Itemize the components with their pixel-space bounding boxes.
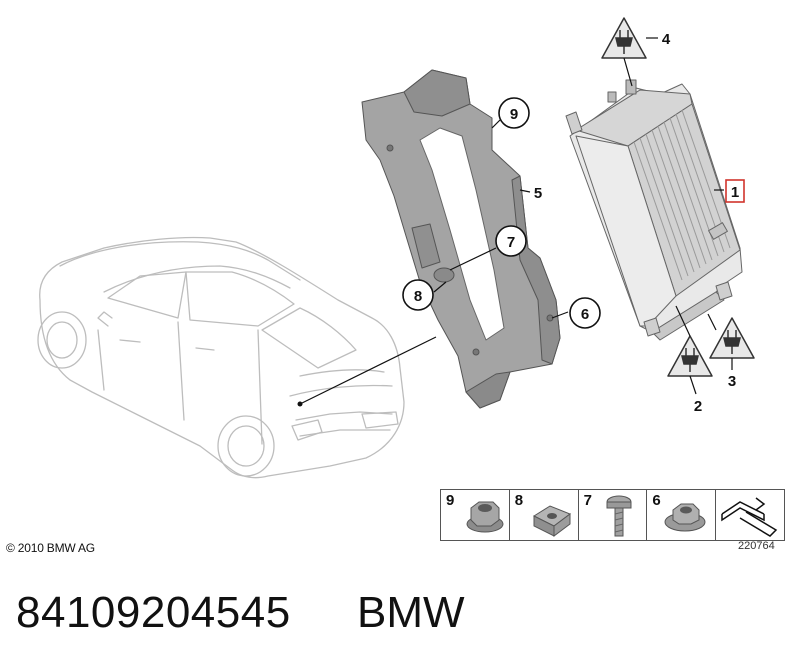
callout-8-circle — [402, 279, 434, 311]
legend-cell-9[interactable]: 9 — [441, 490, 510, 540]
brand-name: BMW — [357, 588, 465, 637]
screw-icon — [606, 495, 632, 537]
callout-5[interactable]: 5 — [534, 185, 542, 202]
diagram-reference-number: 220764 — [738, 540, 775, 552]
copyright-notice: © 2010 BMW AG — [6, 541, 95, 555]
callout-4[interactable]: 4 — [662, 31, 671, 48]
callout-leaders — [433, 119, 724, 319]
legend-cell-symbol[interactable] — [716, 490, 784, 540]
legend-cell-7[interactable]: 7 — [579, 490, 648, 540]
part-number: 84109204545 — [16, 588, 291, 637]
legend-number: 7 — [583, 492, 592, 509]
legend-number: 6 — [652, 492, 661, 509]
bracket-part-5 — [361, 69, 561, 409]
car-leader-line — [299, 336, 437, 405]
clip-nut-icon — [532, 505, 571, 537]
control-module-part-1 — [565, 79, 743, 341]
callout-7[interactable]: 7 — [507, 234, 515, 251]
callout-1[interactable]: 1 — [731, 184, 739, 201]
callout-1-highlight-box — [725, 179, 745, 203]
callout-9[interactable]: 9 — [510, 106, 518, 123]
car-illustration — [37, 236, 405, 479]
callout-3[interactable]: 3 — [728, 373, 736, 390]
hex-nut-icon — [466, 501, 504, 533]
legend-cell-6[interactable]: 6 — [647, 490, 717, 540]
callout-6-circle — [569, 297, 601, 329]
fastener-legend: 9 8 7 6 — [440, 489, 785, 541]
connector-warning-icon — [667, 335, 713, 377]
callout-6[interactable]: 6 — [581, 306, 589, 323]
callout-2[interactable]: 2 — [694, 398, 702, 415]
legend-cell-8[interactable]: 8 — [510, 490, 579, 540]
legend-number: 9 — [446, 492, 455, 509]
mat-symbol-icon — [721, 497, 778, 537]
car-location-dot — [297, 401, 303, 407]
connector-warning-icon — [601, 17, 647, 59]
flange-nut-icon — [664, 503, 706, 532]
callout-7-circle — [495, 225, 527, 257]
legend-number: 8 — [514, 492, 524, 509]
callout-9-circle — [498, 97, 530, 129]
connector-warning-icon — [709, 317, 755, 359]
callout-8[interactable]: 8 — [414, 288, 422, 305]
